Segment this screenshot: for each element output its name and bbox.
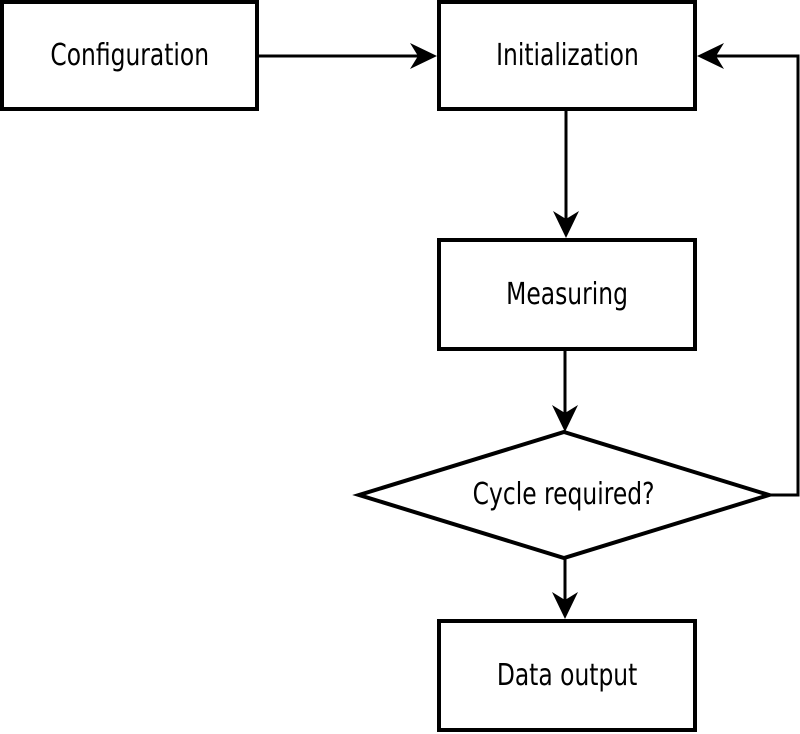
arrowhead-into-initialization-right <box>697 43 724 69</box>
edge-decision-loop-back-to-initialization <box>715 54 800 497</box>
node-configuration-label: Configuration <box>50 37 209 73</box>
arrowhead-into-initialization-left <box>410 43 437 69</box>
node-measuring: Measuring <box>437 238 697 351</box>
node-data-output-label: Data output <box>496 657 638 693</box>
arrowhead-into-measuring-top <box>553 211 579 238</box>
node-cycle-required: Cycle required? <box>414 463 714 527</box>
node-cycle-required-label: Cycle required? <box>473 477 655 512</box>
node-initialization-label: Initialization <box>495 37 639 73</box>
arrowhead-into-data-output-top <box>552 592 578 619</box>
node-measuring-label: Measuring <box>506 276 628 312</box>
node-data-output: Data output <box>437 619 697 732</box>
node-configuration: Configuration <box>0 0 259 111</box>
arrowhead-into-decision-top <box>552 405 578 432</box>
node-initialization: Initialization <box>437 0 697 111</box>
